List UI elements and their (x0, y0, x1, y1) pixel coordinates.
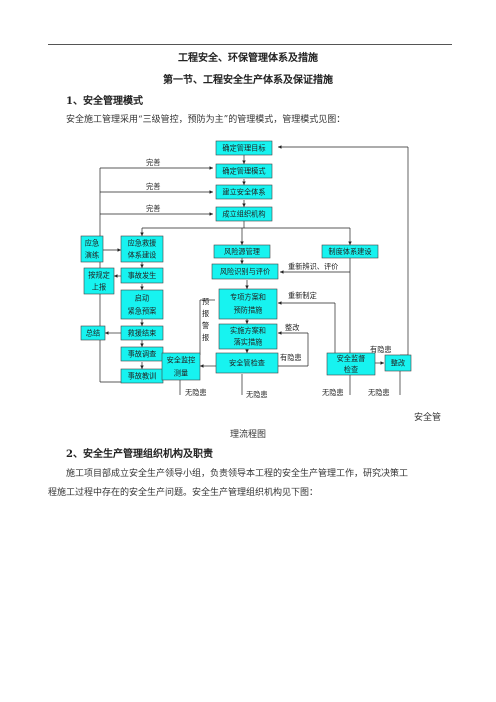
box-build-system: 建立安全体系 (215, 184, 273, 200)
box-label: 总结 (86, 329, 100, 338)
box-accident-lessons: 事故教训 (120, 368, 164, 384)
box-accident-occurs: 事故发生 (120, 267, 164, 284)
box-label: 落实措施 (234, 338, 263, 347)
box-emergency-system: 应急救援 体系建设 (120, 235, 164, 263)
box-special-plan: 专项方案和 预防措施 (218, 288, 278, 320)
caption-part-1: 安全管 (414, 413, 442, 423)
box-label: 预防措施 (234, 306, 263, 315)
box-start-emergency-plan: 启动 紧急预案 (120, 289, 164, 320)
label-no-hazard-4: 无隐患 (368, 388, 390, 397)
box-label: 测量 (174, 369, 188, 378)
label-warning-3: 警 (202, 321, 209, 330)
box-label: 确定管理目标 (222, 144, 265, 153)
label-warning-1: 预 (202, 297, 209, 306)
box-safety-inspection: 安全管检查 (215, 352, 279, 374)
label-reformulate: 重新制定 (288, 291, 317, 300)
box-label: 制度体系建设 (328, 247, 371, 256)
box-rescue-end: 救援结束 (120, 325, 164, 341)
label-warning-4: 报 (202, 333, 209, 342)
label-perfect-3: 完善 (146, 204, 160, 213)
box-label: 体系建设 (128, 251, 157, 260)
label-no-hazard-1: 无隐患 (185, 388, 207, 397)
box-implement-plan: 实施方案和 落实措施 (218, 323, 278, 350)
box-label: 建立安全体系 (222, 188, 265, 197)
heading-safety-mode: 1、安全管理模式 (66, 96, 143, 107)
box-label: 专项方案和 (230, 293, 266, 302)
box-summary: 总结 (80, 325, 106, 341)
box-label: 整改 (391, 359, 405, 368)
box-label: 安全监控 (167, 356, 196, 365)
box-label: 风险识别与评价 (220, 267, 270, 276)
box-system-building: 制度体系建设 (321, 244, 379, 259)
label-reidentify: 重新辨识、评价 (288, 262, 338, 271)
box-safety-supervision: 安全监督 检查 (326, 352, 376, 376)
label-has-hazard-1: 有隐患 (280, 353, 302, 362)
paragraph-organization-line-1: 施工项目部成立安全生产领导小组，负责领导本工程的安全生产管理工作，研究决策工 (66, 469, 409, 479)
box-label: 安全管检查 (229, 359, 265, 368)
box-label: 救援结束 (128, 329, 157, 338)
header-rule (48, 44, 452, 45)
box-label: 上报 (92, 283, 106, 292)
box-determine-mode: 确定管理模式 (215, 163, 273, 179)
box-emergency-drill: 应急 演练 (80, 235, 104, 263)
heading-organization: 2、安全生产管理组织机构及职责 (66, 449, 213, 460)
box-determine-target: 确定管理目标 (215, 140, 273, 156)
paragraph-organization-line-2: 程施工过程中存在的安全生产问题。安全生产管理组织机构见下图： (48, 488, 319, 498)
box-label: 应急救援 (128, 239, 157, 248)
box-risk-source-management: 风险源管理 (213, 244, 271, 259)
box-set-up-organization: 成立组织机构 (215, 206, 273, 222)
label-has-hazard-2: 有隐患 (370, 345, 392, 354)
box-label: 确定管理模式 (222, 167, 265, 176)
box-label: 启动 (135, 294, 149, 303)
box-label: 事故调查 (128, 350, 157, 359)
box-label: 事故发生 (128, 271, 157, 280)
caption-part-2: 理流程图 (230, 430, 267, 440)
box-accident-investigation: 事故调查 (120, 346, 164, 362)
label-no-hazard-2: 无隐患 (246, 390, 268, 399)
box-label: 安全监督 (337, 354, 366, 363)
box-label: 按规定 (88, 271, 110, 280)
box-report: 按规定 上报 (83, 267, 115, 295)
box-label: 事故教训 (128, 372, 157, 381)
paragraph-safety-mode: 安全施工管理采用“三级管控，预防为主”的管理模式，管理模式见图： (66, 115, 346, 125)
box-label: 演练 (85, 251, 99, 260)
box-label: 紧急预案 (128, 307, 157, 316)
label-perfect-1: 完善 (146, 158, 160, 167)
box-safety-monitoring: 安全监控 测量 (161, 352, 201, 381)
box-label: 实施方案和 (230, 326, 266, 335)
safety-management-flowchart: 确定管理目标 确定管理模式 建立安全体系 成立组织机构 应急 演练 应急救援 体… (80, 140, 412, 399)
document-title: 工程安全、环保管理体系及措施 (178, 53, 318, 64)
label-perfect-2: 完善 (146, 182, 160, 191)
box-label: 应急 (85, 239, 99, 248)
section-title: 第一节、工程安全生产体系及保证措施 (163, 75, 333, 86)
label-no-hazard-3: 无隐患 (322, 388, 344, 397)
label-warning-2: 报 (202, 309, 209, 318)
label-rectify: 整改 (285, 323, 299, 332)
box-rectification: 整改 (384, 354, 412, 372)
box-risk-identification: 风险识别与评价 (211, 263, 279, 280)
box-label: 风险源管理 (224, 247, 260, 256)
box-label: 成立组织机构 (222, 210, 265, 219)
box-label: 检查 (344, 365, 358, 374)
